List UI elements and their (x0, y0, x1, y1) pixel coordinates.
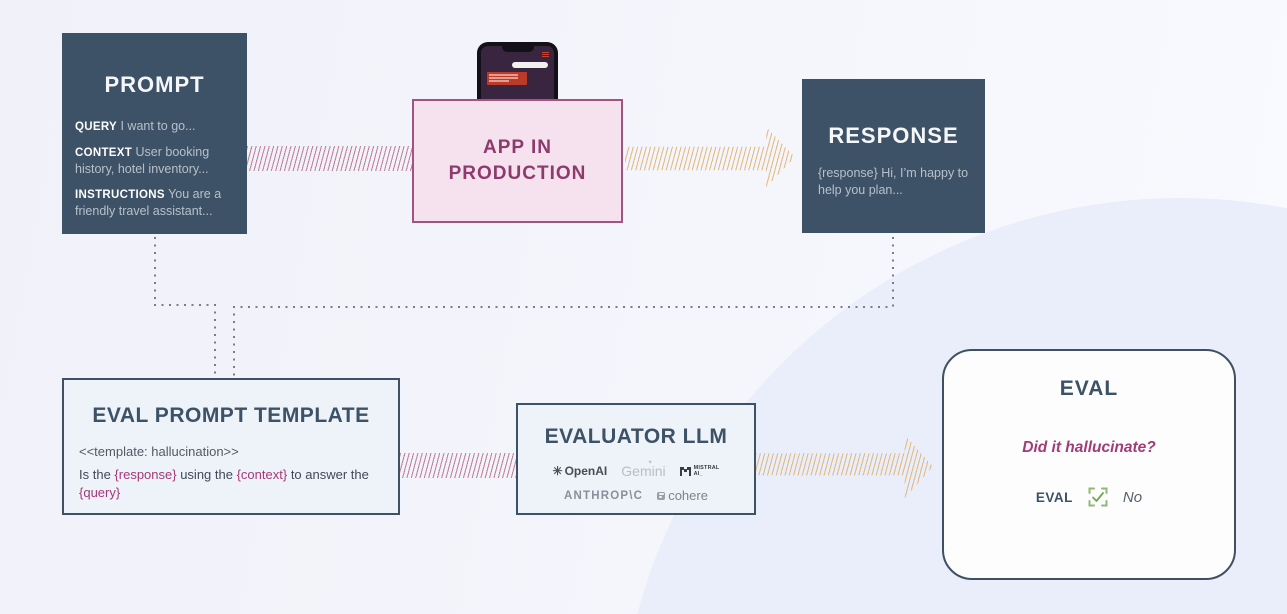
connector-response-down (892, 237, 894, 307)
llm-logo-row-2: ANTHROP\C cohere (528, 488, 744, 503)
mistral-logo-icon (679, 466, 691, 476)
arrow-template-to-evaluator (400, 453, 516, 478)
eval-card: EVAL Did it hallucinate? EVAL No (942, 349, 1236, 580)
eval-prompt-template-box: EVAL PROMPT TEMPLATE <<template: halluci… (62, 378, 400, 515)
gemini-wordmark: Gemini (621, 463, 666, 479)
prompt-field-query: QUERY I want to go... (75, 118, 234, 136)
template-name-text: <<template: hallucination>> (79, 444, 239, 459)
anthropic-logo: ANTHROP\C (564, 489, 644, 502)
eval-result-value: No (1122, 488, 1143, 506)
eval-card-title: EVAL (1059, 377, 1119, 400)
response-token: {response} (114, 467, 177, 482)
template-text-part: to answer the (287, 467, 369, 482)
response-box: RESPONSE {response} Hi, I’m happy to hel… (802, 79, 985, 233)
connector-prompt-down (154, 237, 156, 305)
evaluator-title: EVALUATOR LLM (544, 425, 728, 448)
context-label: CONTEXT (75, 146, 133, 159)
mistral-line1: MISTRAL (693, 464, 720, 471)
gemini-star-icon: ✦ (647, 460, 653, 466)
openai-icon: ✳ (552, 464, 563, 478)
template-text-part: using the (176, 467, 237, 482)
instructions-label: INSTRUCTIONS (75, 188, 165, 201)
template-text-part: Is the (79, 467, 115, 482)
response-text: {response} Hi, I’m happy to help you pla… (818, 166, 969, 197)
eval-result-row: EVAL No (944, 485, 1234, 509)
context-token: {context} (236, 467, 288, 482)
prompt-field-instructions: INSTRUCTIONS You are a friendly travel a… (75, 186, 234, 220)
app-in-production-box: APP IN PRODUCTION (412, 99, 623, 223)
cohere-wordmark: cohere (668, 488, 708, 503)
context-text: User booking history, hotel inventory... (75, 144, 210, 177)
prompt-title: PROMPT (104, 72, 205, 97)
eval-template-title: EVAL PROMPT TEMPLATE (92, 404, 370, 427)
template-question-text: Is the {response} using the {context} to… (79, 466, 389, 502)
eval-question: Did it hallucinate? (1022, 439, 1156, 456)
eval-result-label: EVAL (1035, 489, 1073, 505)
hamburger-menu-icon (542, 52, 549, 58)
prompt-field-context: CONTEXT User booking history, hotel inve… (75, 144, 234, 178)
query-text: I want to go... (120, 119, 196, 133)
phone-notch (501, 46, 534, 52)
gemini-logo: Gemini✦ (621, 460, 666, 479)
response-title: RESPONSE (828, 123, 959, 148)
connector-response-to-template (233, 306, 235, 378)
query-token: {query} (79, 485, 121, 501)
openai-wordmark: OpenAI (564, 464, 608, 478)
openai-logo: ✳OpenAI (553, 464, 608, 478)
connector-prompt-horizontal (154, 304, 216, 306)
app-box-title: APP IN PRODUCTION (448, 137, 587, 184)
mistral-line2: AI_ (693, 471, 703, 477)
cohere-logo: cohere (657, 488, 708, 503)
phone-search-pill (512, 62, 548, 68)
prompt-box: PROMPT QUERY I want to go... CONTEXT Use… (62, 33, 247, 234)
cohere-icon (657, 491, 666, 500)
phone-app-banner (487, 72, 527, 85)
connector-response-horizontal (233, 306, 893, 308)
instructions-text: You are a friendly travel assistant... (75, 186, 222, 219)
arrow-app-to-response (625, 127, 795, 187)
eval-checkbox-icon (1088, 487, 1108, 507)
connector-prompt-to-template (214, 304, 216, 378)
query-label: QUERY (75, 121, 117, 133)
arrow-prompt-to-app (247, 146, 413, 171)
